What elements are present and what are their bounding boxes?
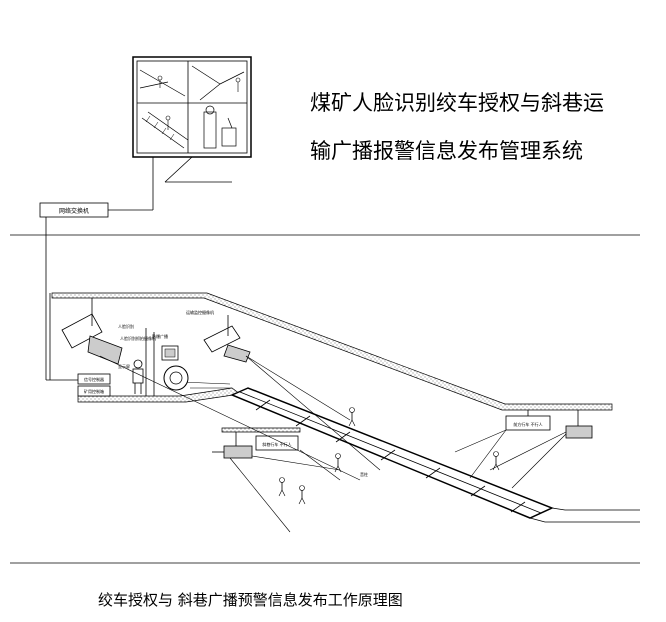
operator-figure bbox=[132, 359, 144, 394]
label-upper-camera: 运输监控摄像机 bbox=[186, 309, 214, 315]
svg-text:信号控制器: 信号控制器 bbox=[84, 376, 104, 382]
label-face-recognition: 人脸识别 bbox=[118, 323, 134, 329]
pedestrian-2 bbox=[334, 453, 342, 473]
label-speaker: 音柱 bbox=[360, 471, 368, 477]
diagram-caption: 绞车授权与 斜巷广播预警信息发布工作原理图 bbox=[98, 591, 403, 609]
tunnel-roof bbox=[49, 292, 613, 433]
camera-left bbox=[61, 298, 123, 365]
svg-text:网络交换机: 网络交换机 bbox=[59, 207, 89, 215]
signal-controller: 信号控制器 bbox=[77, 373, 111, 385]
camera-lower-left bbox=[212, 432, 253, 459]
screen-lower-left: 斜巷行车 不行人 bbox=[255, 435, 299, 451]
inclined-track bbox=[230, 387, 640, 523]
diagram-title-line2: 输广播报警信息发布管理系统 bbox=[310, 139, 583, 163]
label-broadcast-upper: 防爆广播 bbox=[152, 333, 168, 339]
svg-text:矿用控制箱: 矿用控制箱 bbox=[84, 388, 104, 394]
pedestrian-1 bbox=[348, 407, 356, 427]
sight-lines bbox=[99, 355, 567, 533]
svg-text:前方行车 不行人: 前方行车 不行人 bbox=[513, 421, 542, 427]
diagram-title-line1: 煤矿人脸识别绞车授权与斜巷运 bbox=[310, 91, 604, 115]
control-box: 矿用控制箱 bbox=[77, 385, 111, 397]
winch bbox=[145, 328, 189, 396]
camera-mid bbox=[203, 315, 251, 363]
label-display-upper: 显示屏 bbox=[118, 363, 130, 369]
screen-right: 前方行车 不行人 bbox=[505, 410, 551, 431]
pedestrian-4 bbox=[298, 485, 306, 505]
label-face-capture: 人脸识别抓拍摄像机 bbox=[120, 335, 156, 341]
pedestrian-3 bbox=[278, 477, 286, 497]
monitor-wall bbox=[132, 56, 252, 183]
network-switch: 网络交换机 bbox=[39, 157, 154, 381]
camera-lower-right bbox=[565, 410, 593, 439]
pedestrian-5 bbox=[492, 451, 500, 471]
svg-text:斜巷行车 不行人: 斜巷行车 不行人 bbox=[262, 441, 291, 447]
